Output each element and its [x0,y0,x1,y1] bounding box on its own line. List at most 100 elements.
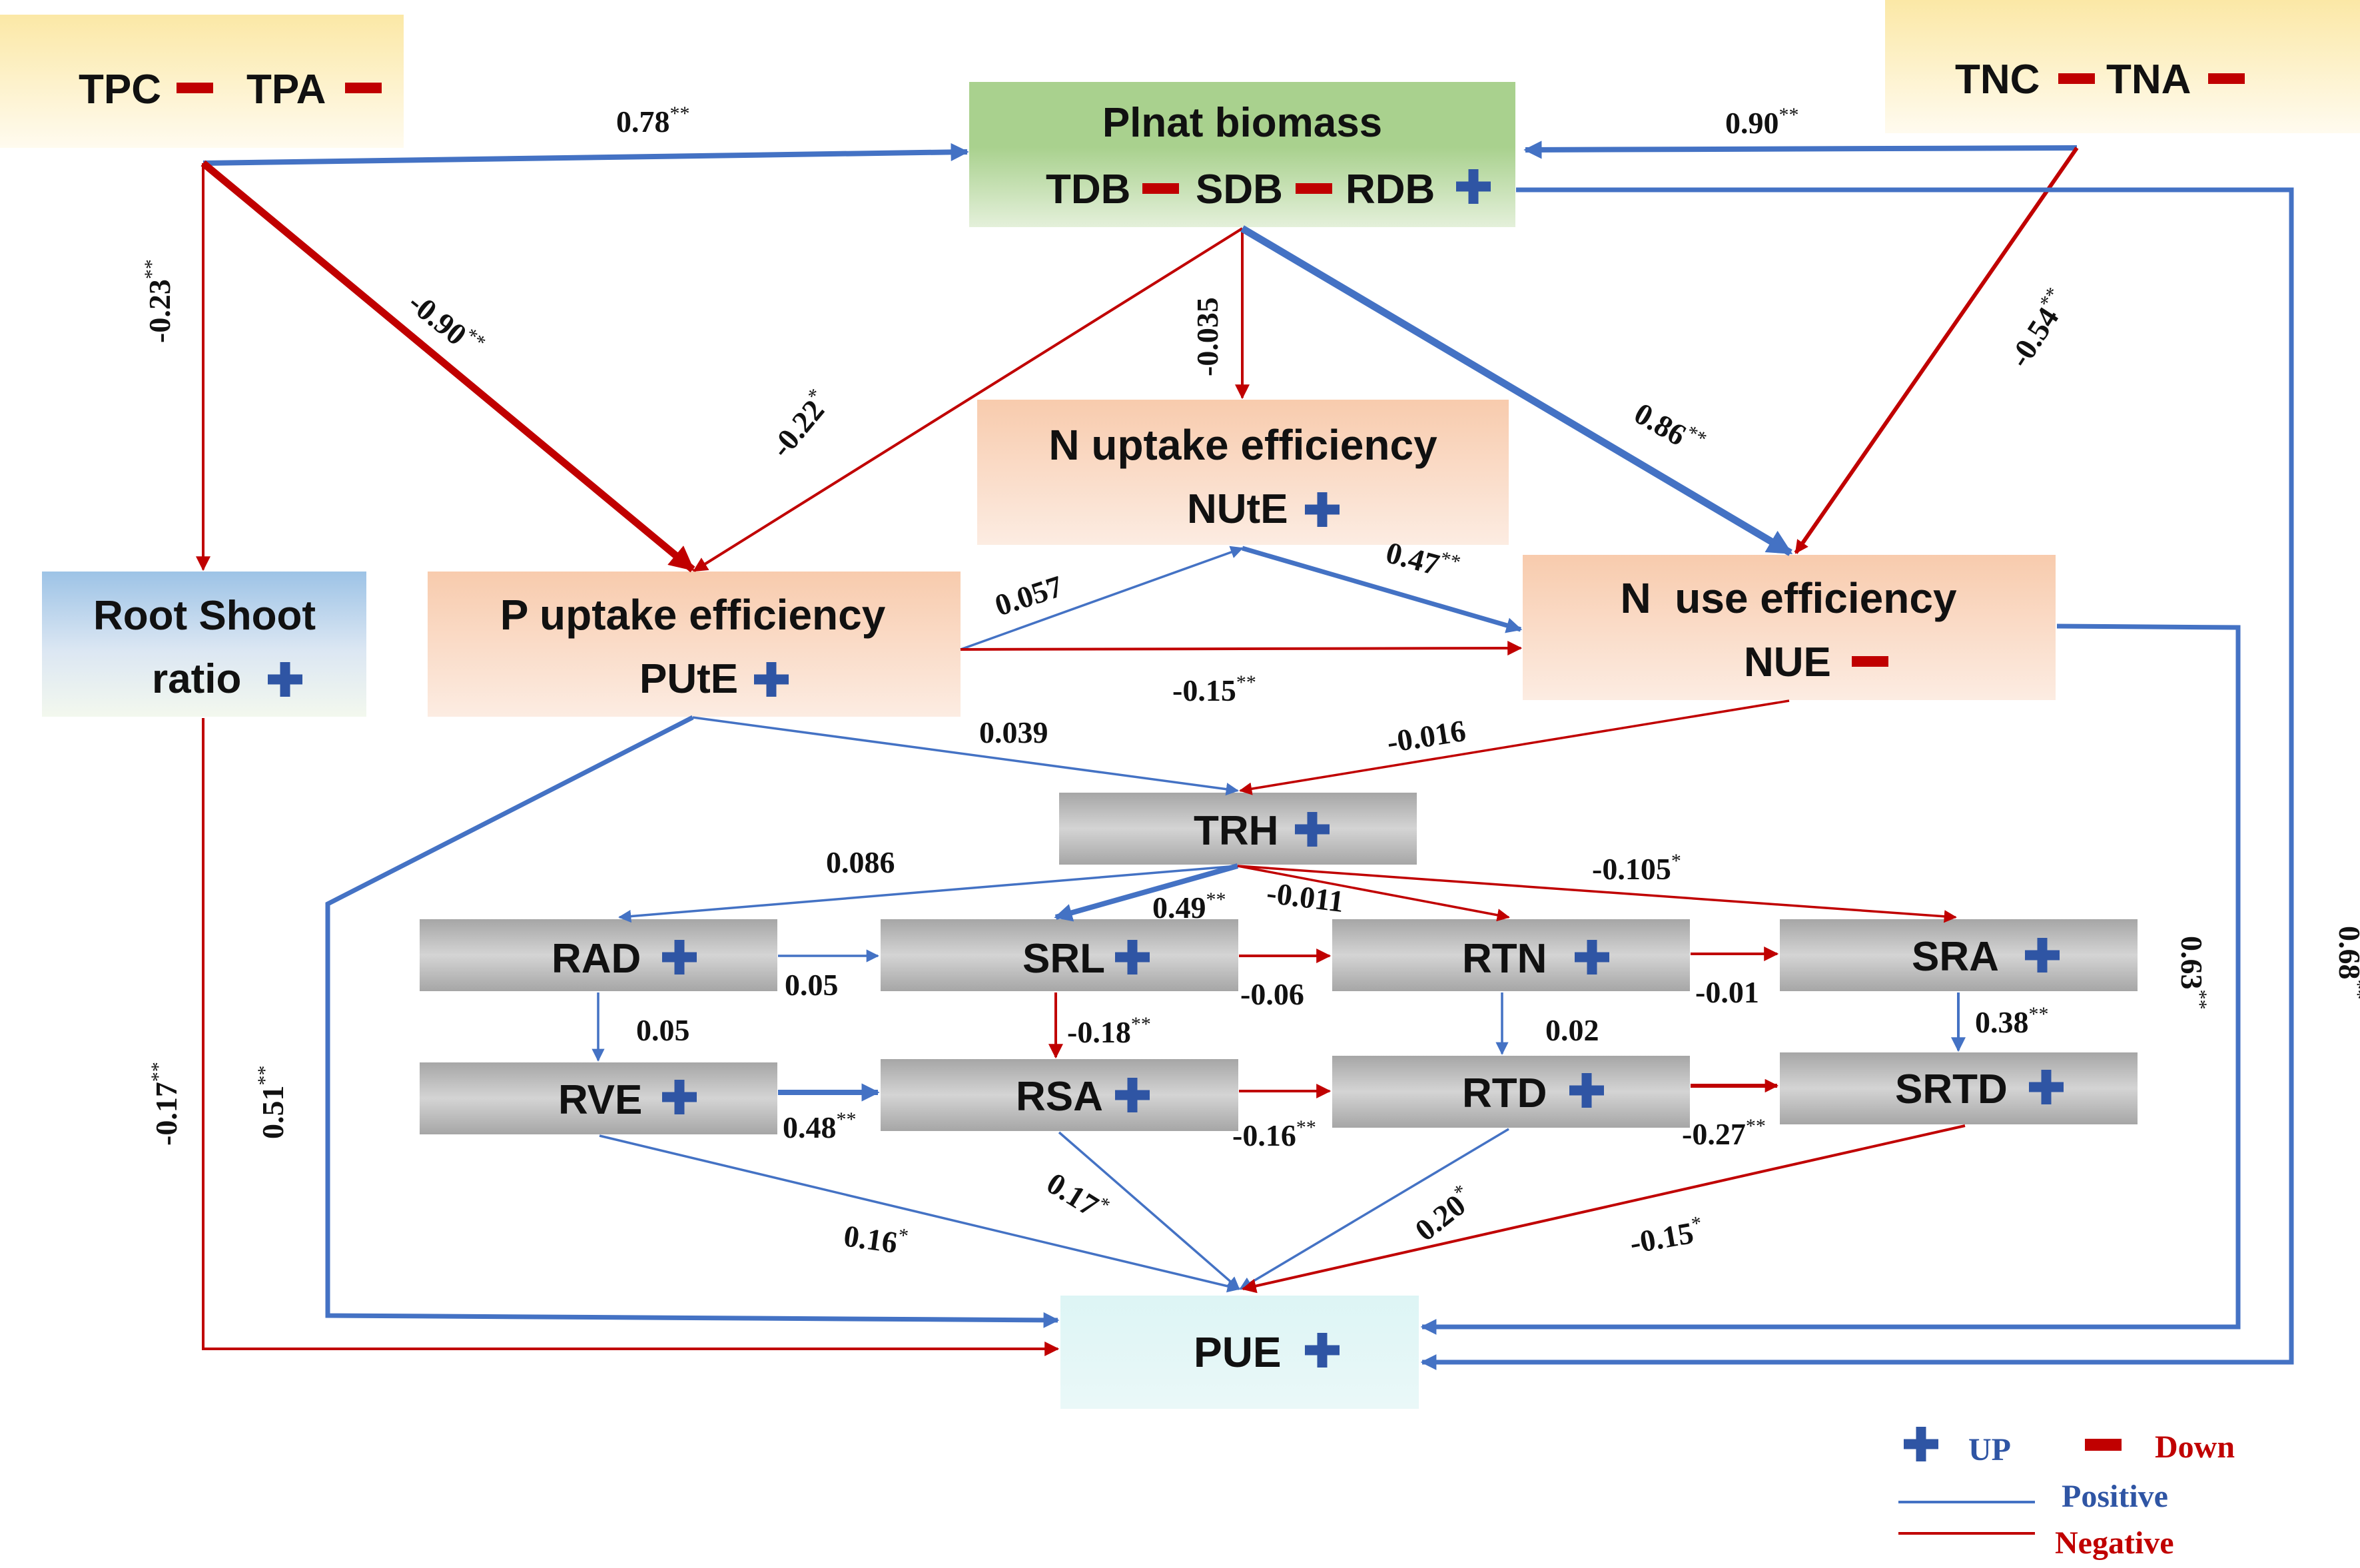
label-rad-srl: 0.05 [785,968,839,1002]
tna-label: TNA [2106,57,2191,103]
label-tnc-nue: -0.54** [2000,284,2076,374]
tnc-label: TNC [1955,57,2040,103]
nue-title: N use efficiency [1620,574,1957,622]
sra-box [1780,919,2138,991]
label-trh-rad: 0.086 [826,845,895,879]
label-nue-pue: 0.63** [2175,936,2211,1010]
edge-rve-pue [599,1134,1240,1293]
srtd-box [1780,1052,2138,1124]
pue-label: PUE [1194,1328,1282,1376]
srl-label: SRL [1022,936,1105,982]
edges [196,141,2294,1370]
pue-sign-icon [1305,1333,1340,1368]
tpc-label: TPC [79,67,161,113]
rtn-box [1332,919,1690,991]
tnc-sign-icon [2058,73,2095,84]
legend-down-label: Down [2155,1429,2235,1465]
pupe-sign-icon [754,662,789,697]
rad-sign-icon [662,940,697,975]
edge-biomass-pupe [693,227,1244,572]
label-sra-srtd: 0.38** [1975,1003,2049,1039]
rdb-label: RDB [1346,167,1435,212]
legend-negative-label: Negative [2055,1525,2174,1561]
label-pupe-pue: 0.51** [254,1066,290,1140]
legend: UP Down Positive Negative [1898,1427,2235,1561]
rtn-sign-icon [1575,940,1609,975]
legend-down-icon [2085,1439,2122,1451]
nupe-box [977,400,1509,545]
edge-rtd-pue [1239,1128,1509,1290]
edge-tnc-nue [1794,147,2079,554]
edge-trh-srl [1054,863,1239,922]
edge-trh-rad [618,865,1238,923]
sdb-sign-icon [1296,183,1332,194]
label-rtd-srtd: -0.27** [1682,1115,1766,1151]
edge-pupe-nupe [960,546,1244,651]
rsa-box [881,1059,1238,1131]
label-biomass-pue: 0.68** [2333,926,2360,1000]
biomass-box [969,82,1515,227]
label-tpc-biomass: 0.78** [616,103,690,139]
rve-label: RVE [558,1077,642,1123]
edge-nupe-nue [1242,546,1523,633]
label-nue-trh: -0.016 [1385,713,1468,759]
rsa-sign-icon [1115,1078,1150,1112]
tdb-label: TDB [1046,167,1130,212]
edge-trh-rtn [1237,865,1510,922]
tdb-sign-icon [1142,183,1179,194]
nue-sign-icon [1852,656,1888,667]
root-shoot-title: Root Shoot [93,593,316,639]
label-tpc-rootshoot: -0.23** [141,259,177,343]
root-shoot-label: ratio [152,656,241,702]
edge-tpc-biomass [202,143,969,166]
label-rad-rve: 0.05 [636,1013,690,1047]
edge-tnc-biomass [1523,141,2078,159]
pupe-label: PUtE [639,656,738,702]
tpc-tpa-box [0,15,404,148]
tpa-label: TPA [246,67,326,113]
srtd-sign-icon [2029,1070,2064,1104]
label-biomass-nue: 0.86** [1629,394,1711,462]
edge-srtd-pue [1241,1124,1966,1294]
label-srtd-pue: -0.15* [1627,1212,1706,1260]
edge-nue-pue [1420,623,2241,1335]
edge-rootshoot-pue [202,718,1060,1356]
legend-up-icon [1904,1427,1938,1461]
label-trh-rtn: -0.011 [1265,875,1346,919]
edge-trh-sra [1237,865,1957,923]
rve-box [420,1062,777,1134]
root-shoot-box [42,572,366,717]
node-labels: TPC TPA TNC TNA Plnat biomass TDB SDB RD… [79,57,2245,1376]
edge-rsa-pue [1058,1131,1240,1290]
root-shoot-sign-icon [268,662,302,697]
tpc-sign-icon [177,83,213,93]
pue-box [1060,1296,1419,1409]
pupe-box [428,572,961,717]
legend-positive-label: Positive [2062,1479,2168,1514]
legend-up-label: UP [1968,1432,2011,1467]
edge-tpc-pupe [200,160,695,573]
nue-label: NUE [1744,639,1831,685]
edge-pupe-nue [960,641,1523,656]
rtd-sign-icon [1569,1073,1604,1108]
label-rve-pue: 0.16* [842,1216,910,1261]
label-trh-sra: -0.105* [1592,850,1681,886]
rtn-label: RTN [1462,936,1547,982]
edge-biomass-pue [1420,187,2294,1370]
label-rve-rsa: 0.48** [783,1108,857,1144]
label-rtn-rtd: 0.02 [1545,1013,1599,1047]
rad-label: RAD [552,936,641,982]
srl-sign-icon [1115,940,1150,975]
rad-box [420,919,777,991]
rsa-label: RSA [1016,1074,1103,1120]
edge-pupe-trh [692,716,1239,796]
label-rootshoot-pue: -0.17** [147,1062,183,1146]
label-tnc-biomass: 0.90** [1725,104,1799,140]
sra-label: SRA [1912,934,1999,980]
tnc-tna-box [1885,0,2360,133]
node-boxes [0,0,2360,1409]
label-pupe-nue: -0.15** [1172,671,1256,707]
label-rsa-pue: 0.17* [1041,1164,1114,1228]
label-srl-rtn: -0.06 [1240,977,1304,1011]
